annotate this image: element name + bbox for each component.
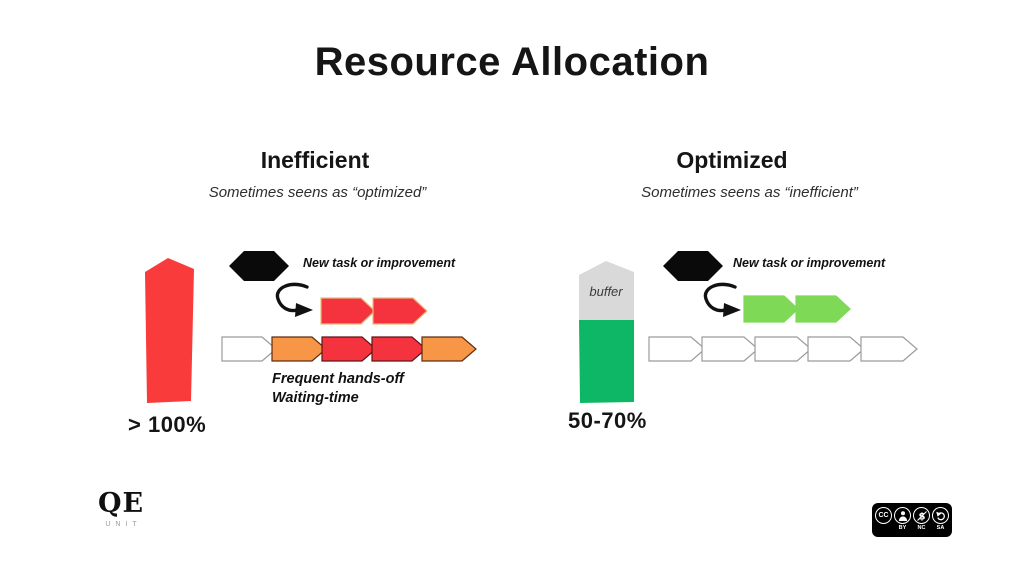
cc-by-icon — [894, 507, 911, 524]
chevron — [754, 336, 812, 362]
chevron — [701, 336, 759, 362]
cc-sa-icon — [932, 507, 949, 524]
logo-sub-text: UNIT — [105, 521, 142, 528]
green-bar-shape — [579, 320, 634, 403]
cc-icon: CC — [875, 507, 892, 524]
left-notes: Frequent hands-off Waiting-time — [272, 370, 404, 408]
red-bar-shape — [145, 258, 194, 403]
optimized-heading: Optimized — [676, 147, 788, 173]
cc-nc-icon: $ — [913, 507, 930, 524]
note-waiting-time: Waiting-time — [272, 390, 359, 406]
utilization-bar-green — [579, 261, 634, 403]
cc-sa-label: SA — [936, 525, 945, 531]
new-task-label-left: New task or improvement — [303, 256, 456, 270]
hexagon-shape — [229, 251, 289, 281]
creative-commons-badge: CC $ BY NC SA — [872, 503, 952, 537]
new-task-hexagon-icon — [229, 251, 289, 281]
new-task-chevron-row-right — [743, 295, 851, 323]
chevron — [221, 336, 277, 362]
buffer-label: buffer — [589, 284, 623, 299]
qe-unit-logo: QE UNIT — [66, 488, 176, 529]
chevron — [321, 336, 377, 362]
new-task-chevron-row-left — [320, 297, 428, 325]
optimized-subtitle: Sometimes seens as “inefficient” — [641, 184, 858, 201]
buffer-shape — [579, 261, 634, 320]
chevron — [795, 295, 851, 323]
cc-text: CC — [878, 512, 889, 519]
chevron — [648, 336, 706, 362]
hexagon-shape — [663, 251, 723, 281]
chevron — [421, 336, 477, 362]
chevron — [860, 336, 918, 362]
note-frequent-hands-off: Frequent hands-off — [272, 371, 404, 387]
chevron — [320, 297, 376, 325]
chevron — [807, 336, 865, 362]
chevron — [271, 336, 327, 362]
utilization-label-right: 50-70% — [568, 408, 647, 433]
chevron — [371, 336, 427, 362]
utilization-label-left: > 100% — [128, 412, 207, 437]
inefficient-subtitle: Sometimes seens as “optimized” — [208, 184, 427, 201]
pipeline-chevron-row-right — [648, 336, 918, 362]
new-task-label-right: New task or improvement — [733, 256, 886, 270]
curved-arrow-icon — [703, 282, 741, 317]
inefficient-heading: Inefficient — [260, 147, 370, 173]
chevron — [372, 297, 428, 325]
cc-by-label: BY — [898, 525, 907, 531]
cc-nc-label: NC — [917, 525, 926, 531]
new-task-hexagon-icon — [663, 251, 723, 281]
curved-arrow-icon — [275, 282, 313, 317]
utilization-bar-red — [145, 258, 194, 403]
page-title: Resource Allocation — [314, 40, 710, 84]
pipeline-chevron-row-left — [221, 336, 477, 362]
chevron — [743, 295, 799, 323]
logo-main-text: QE — [97, 488, 145, 519]
